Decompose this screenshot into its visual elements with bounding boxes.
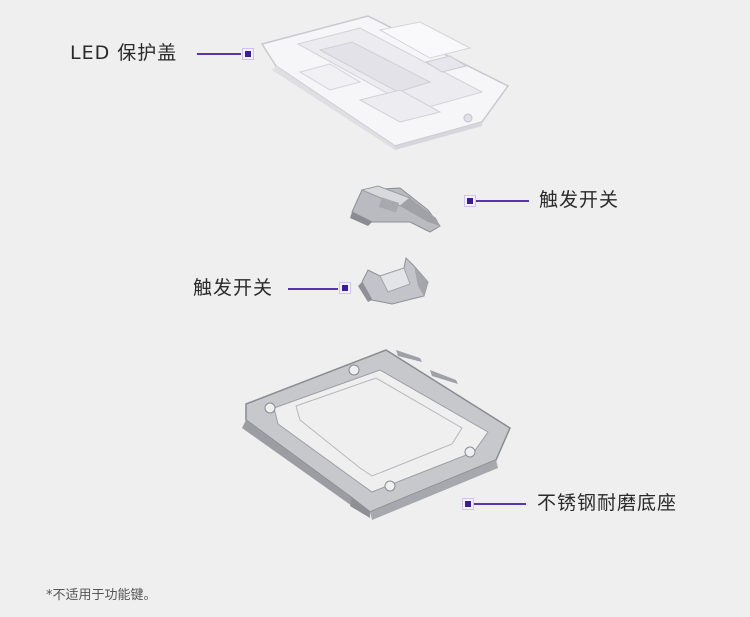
trigger-switch-left-label: 触发开关 bbox=[193, 277, 274, 299]
footnote: *不适用于功能键。 bbox=[46, 588, 157, 603]
trigger-switch-right-label: 触发开关 bbox=[539, 189, 620, 211]
steel-base-callout-line bbox=[474, 503, 526, 505]
trigger-switch-part bbox=[350, 185, 441, 233]
led-cover-callout-line bbox=[197, 53, 241, 55]
steel-base-plate-part bbox=[242, 349, 511, 520]
trigger-switch-right-marker-icon bbox=[464, 195, 476, 207]
led-cover-part bbox=[260, 15, 510, 150]
trigger-switch-left-callout-line bbox=[288, 288, 338, 290]
trigger-switch-clip-part bbox=[358, 256, 429, 305]
led-cover-label: LED 保护盖 bbox=[70, 42, 178, 64]
steel-base-marker-icon bbox=[462, 498, 474, 510]
trigger-switch-right-callout-line bbox=[476, 200, 529, 202]
trigger-switch-left-marker-icon bbox=[339, 282, 351, 294]
led-cover-marker-icon bbox=[242, 48, 254, 60]
steel-base-label: 不锈钢耐磨底座 bbox=[537, 492, 678, 514]
